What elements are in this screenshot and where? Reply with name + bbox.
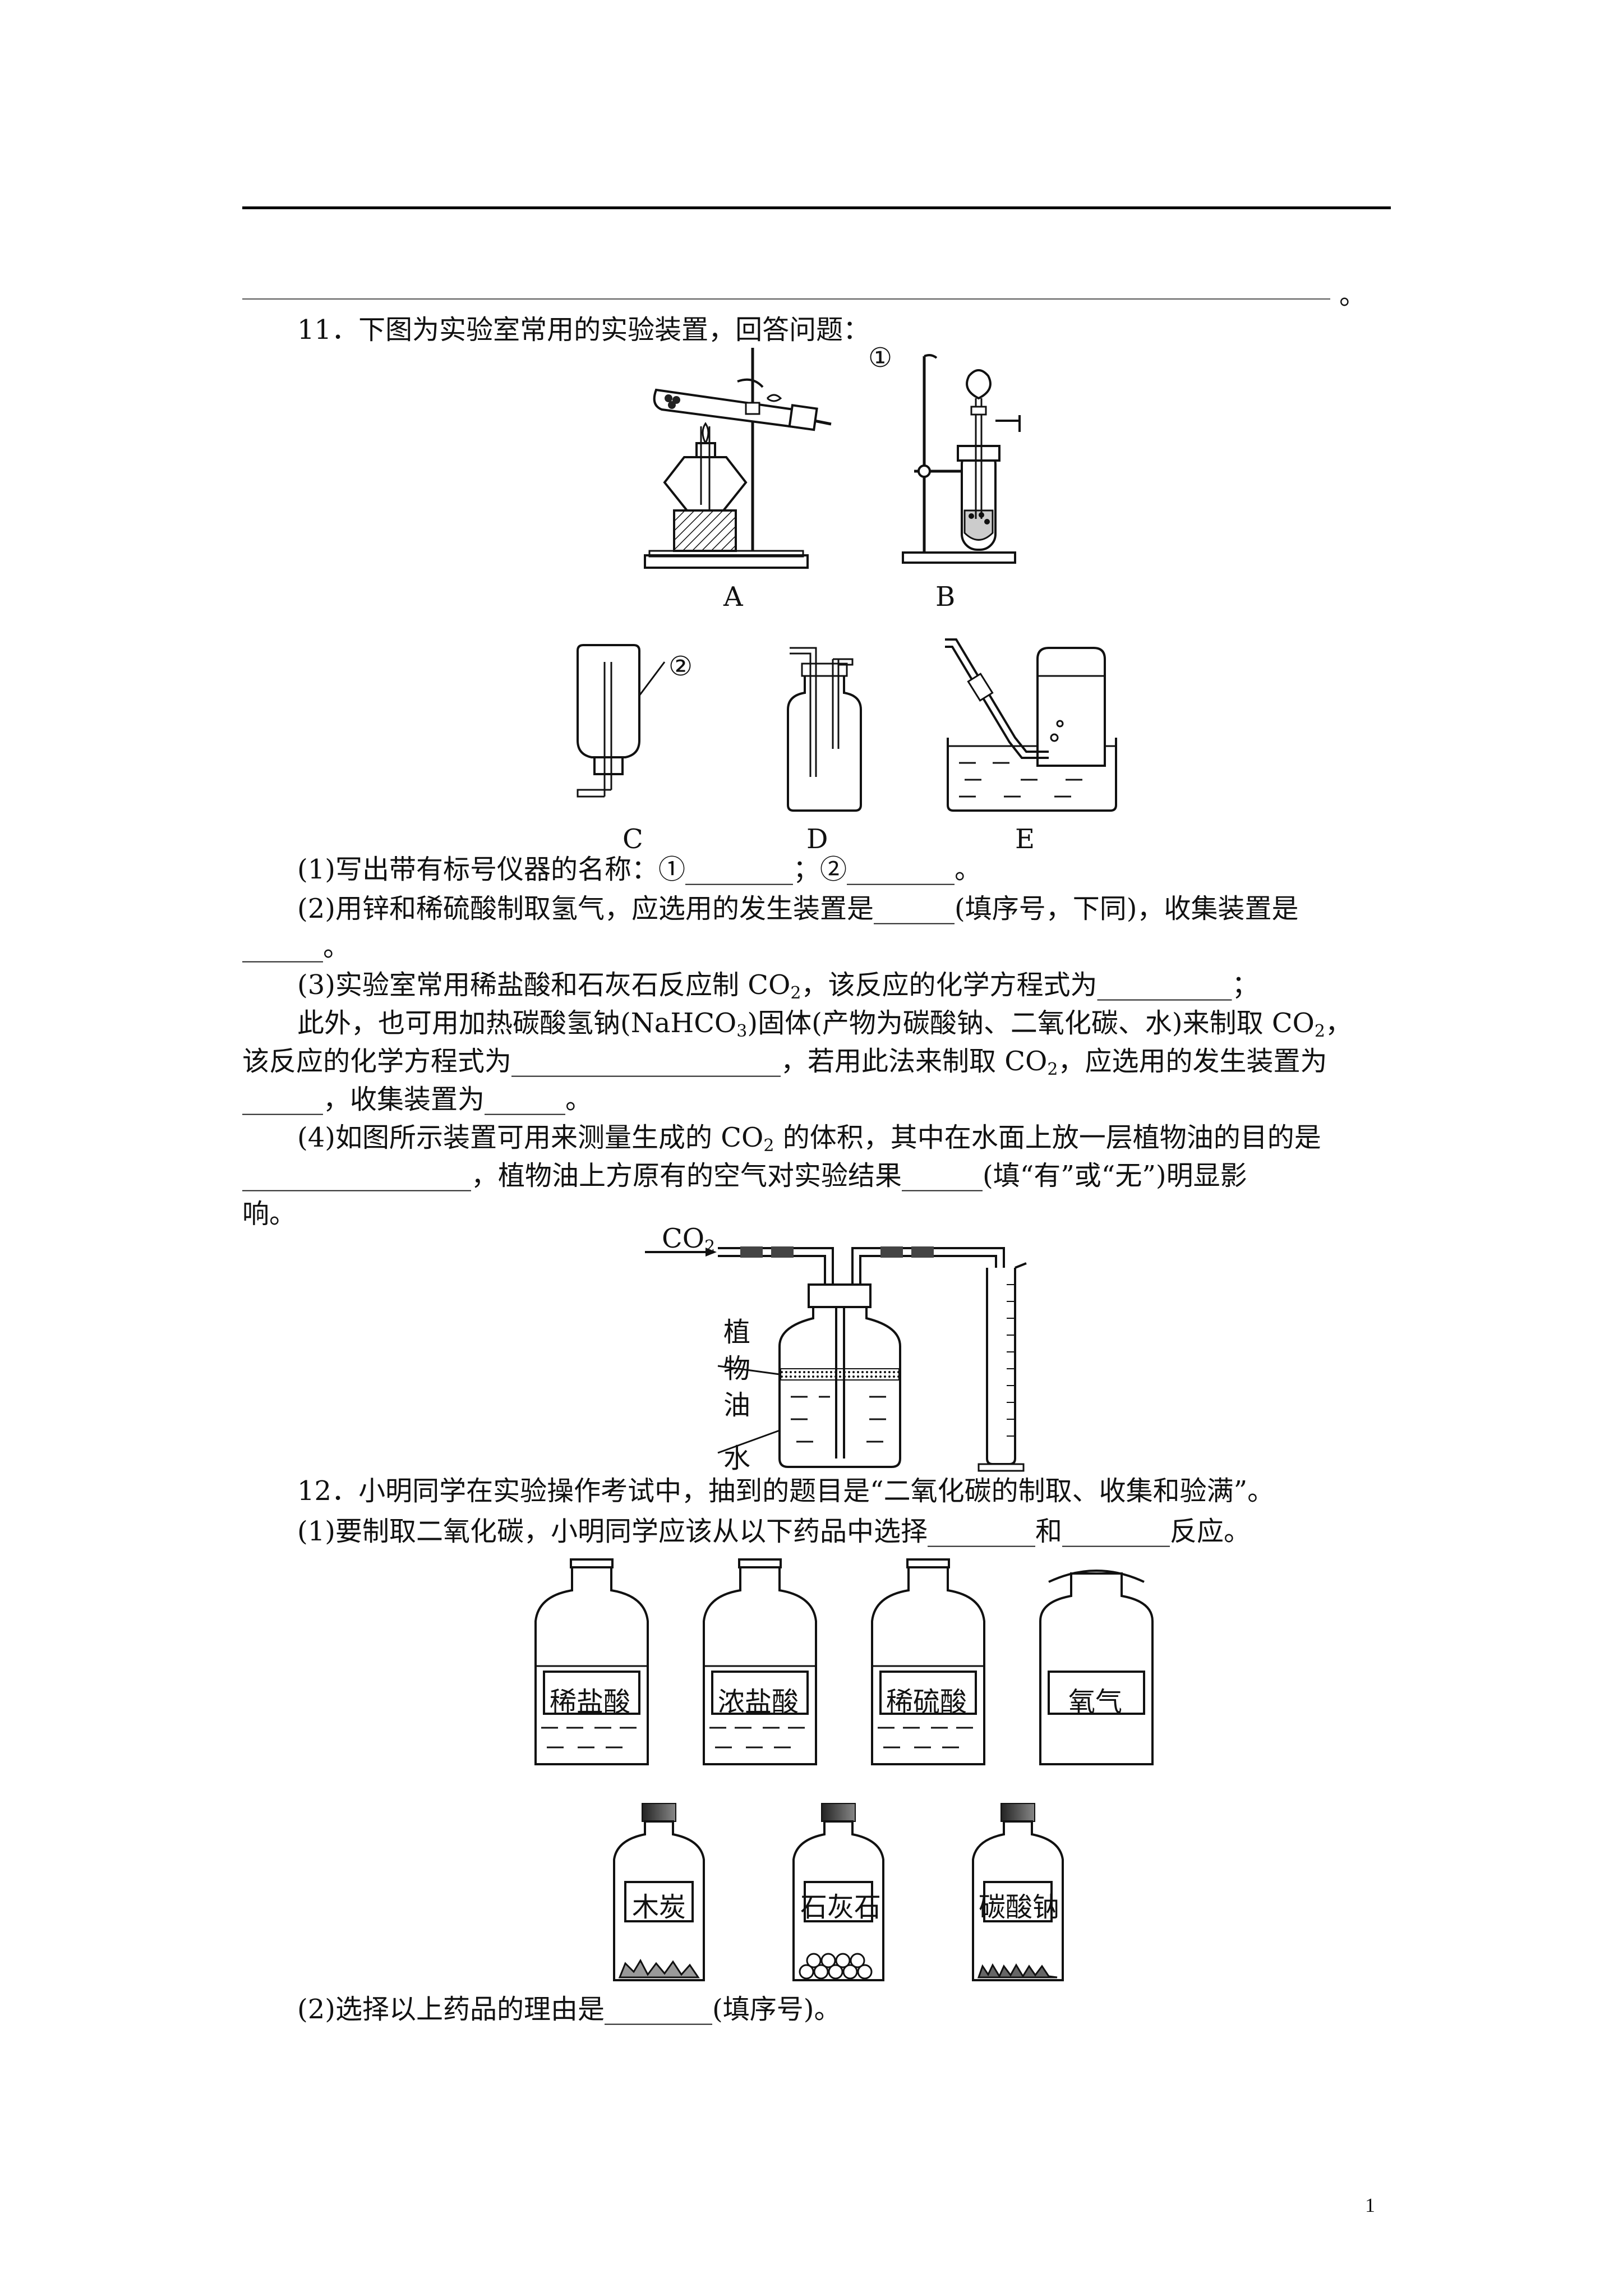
q11-part-2b: ______。 <box>242 931 351 963</box>
q11-part-3d: ______，收集装置为______。 <box>242 1084 593 1115</box>
page-number: 1 <box>1365 2194 1375 2216</box>
q11-stem: 11．下图为实验室常用的实验装置，回答问题： <box>297 314 870 346</box>
label-e: E <box>1015 823 1035 855</box>
q12-stem: 12．小明同学在实验操作考试中，抽到的题目是“二氧化碳的制取、收集和验满”。 <box>297 1475 1275 1507</box>
apparatus-b-figure <box>902 354 1021 564</box>
mark-1: ① <box>868 342 893 374</box>
apparatus-a-figure <box>644 348 832 569</box>
apparatus-d-figure <box>787 647 862 812</box>
fig-co2-label: CO2 <box>662 1223 716 1257</box>
bottle-label-dilute-hcl: 稀盐酸 <box>550 1686 631 1718</box>
apparatus-c-figure <box>577 644 666 798</box>
fig-oil-label-3: 油 <box>723 1389 751 1421</box>
q11-part-4b: _________________，植物油上方原有的空气对实验结果______(… <box>242 1160 1247 1191</box>
header-rule <box>242 206 1391 209</box>
q10-period: 。 <box>1339 279 1367 311</box>
bottle-label-conc-hcl: 浓盐酸 <box>718 1686 799 1718</box>
q11-part-4a: (4)如图所示装置可用来测量生成的 CO2 的体积，其中在水面上放一层植物油的目… <box>297 1122 1321 1156</box>
q11-part-4c: 响。 <box>242 1198 297 1230</box>
bottle-label-sodium-carbonate: 碳酸钠 <box>979 1892 1060 1923</box>
bottle-label-dilute-h2so4: 稀硫酸 <box>886 1686 967 1718</box>
apparatus-e-figure <box>945 638 1117 812</box>
fig-oil-label-2: 物 <box>723 1353 751 1384</box>
mark-2: ② <box>668 651 693 682</box>
fig-water-label: 水 <box>723 1443 751 1474</box>
q12-part-1: (1)要制取二氧化碳，小明同学应该从以下药品中选择________和______… <box>297 1516 1251 1547</box>
solid-bottles-figure <box>613 1803 1064 1981</box>
label-c: C <box>623 823 643 855</box>
bottle-label-charcoal: 木炭 <box>632 1892 686 1923</box>
co2-measure-figure <box>645 1246 1027 1472</box>
bottle-label-limestone: 石灰石 <box>800 1892 882 1923</box>
answer-blank-line <box>242 293 1330 300</box>
label-d: D <box>806 823 828 855</box>
q11-part-1: (1)写出带有标号仪器的名称：①________；②________。 <box>297 854 981 885</box>
label-a: A <box>723 581 743 613</box>
bottle-label-oxygen: 氧气 <box>1068 1686 1123 1718</box>
fig-oil-label-1: 植 <box>723 1317 751 1348</box>
q12-part-2: (2)选择以上药品的理由是________(填序号)。 <box>297 1994 841 2025</box>
liquid-bottles-figure <box>534 1558 1154 1765</box>
q11-part-3b: 此外，也可用加热碳酸氢钠(NaHCO3)固体(产物为碳酸钠、二氧化碳、水)来制取… <box>297 1007 1353 1041</box>
q11-part-3a: (3)实验室常用稀盐酸和石灰石反应制 CO2，该反应的化学方程式为_______… <box>297 969 1259 1003</box>
q11-part-3c: 该反应的化学方程式为____________________，若用此法来制取 C… <box>242 1046 1327 1079</box>
q11-part-2a: (2)用锌和稀硫酸制取氢气，应选用的发生装置是______(填序号，下同)，收集… <box>297 893 1299 924</box>
label-b: B <box>935 581 956 613</box>
